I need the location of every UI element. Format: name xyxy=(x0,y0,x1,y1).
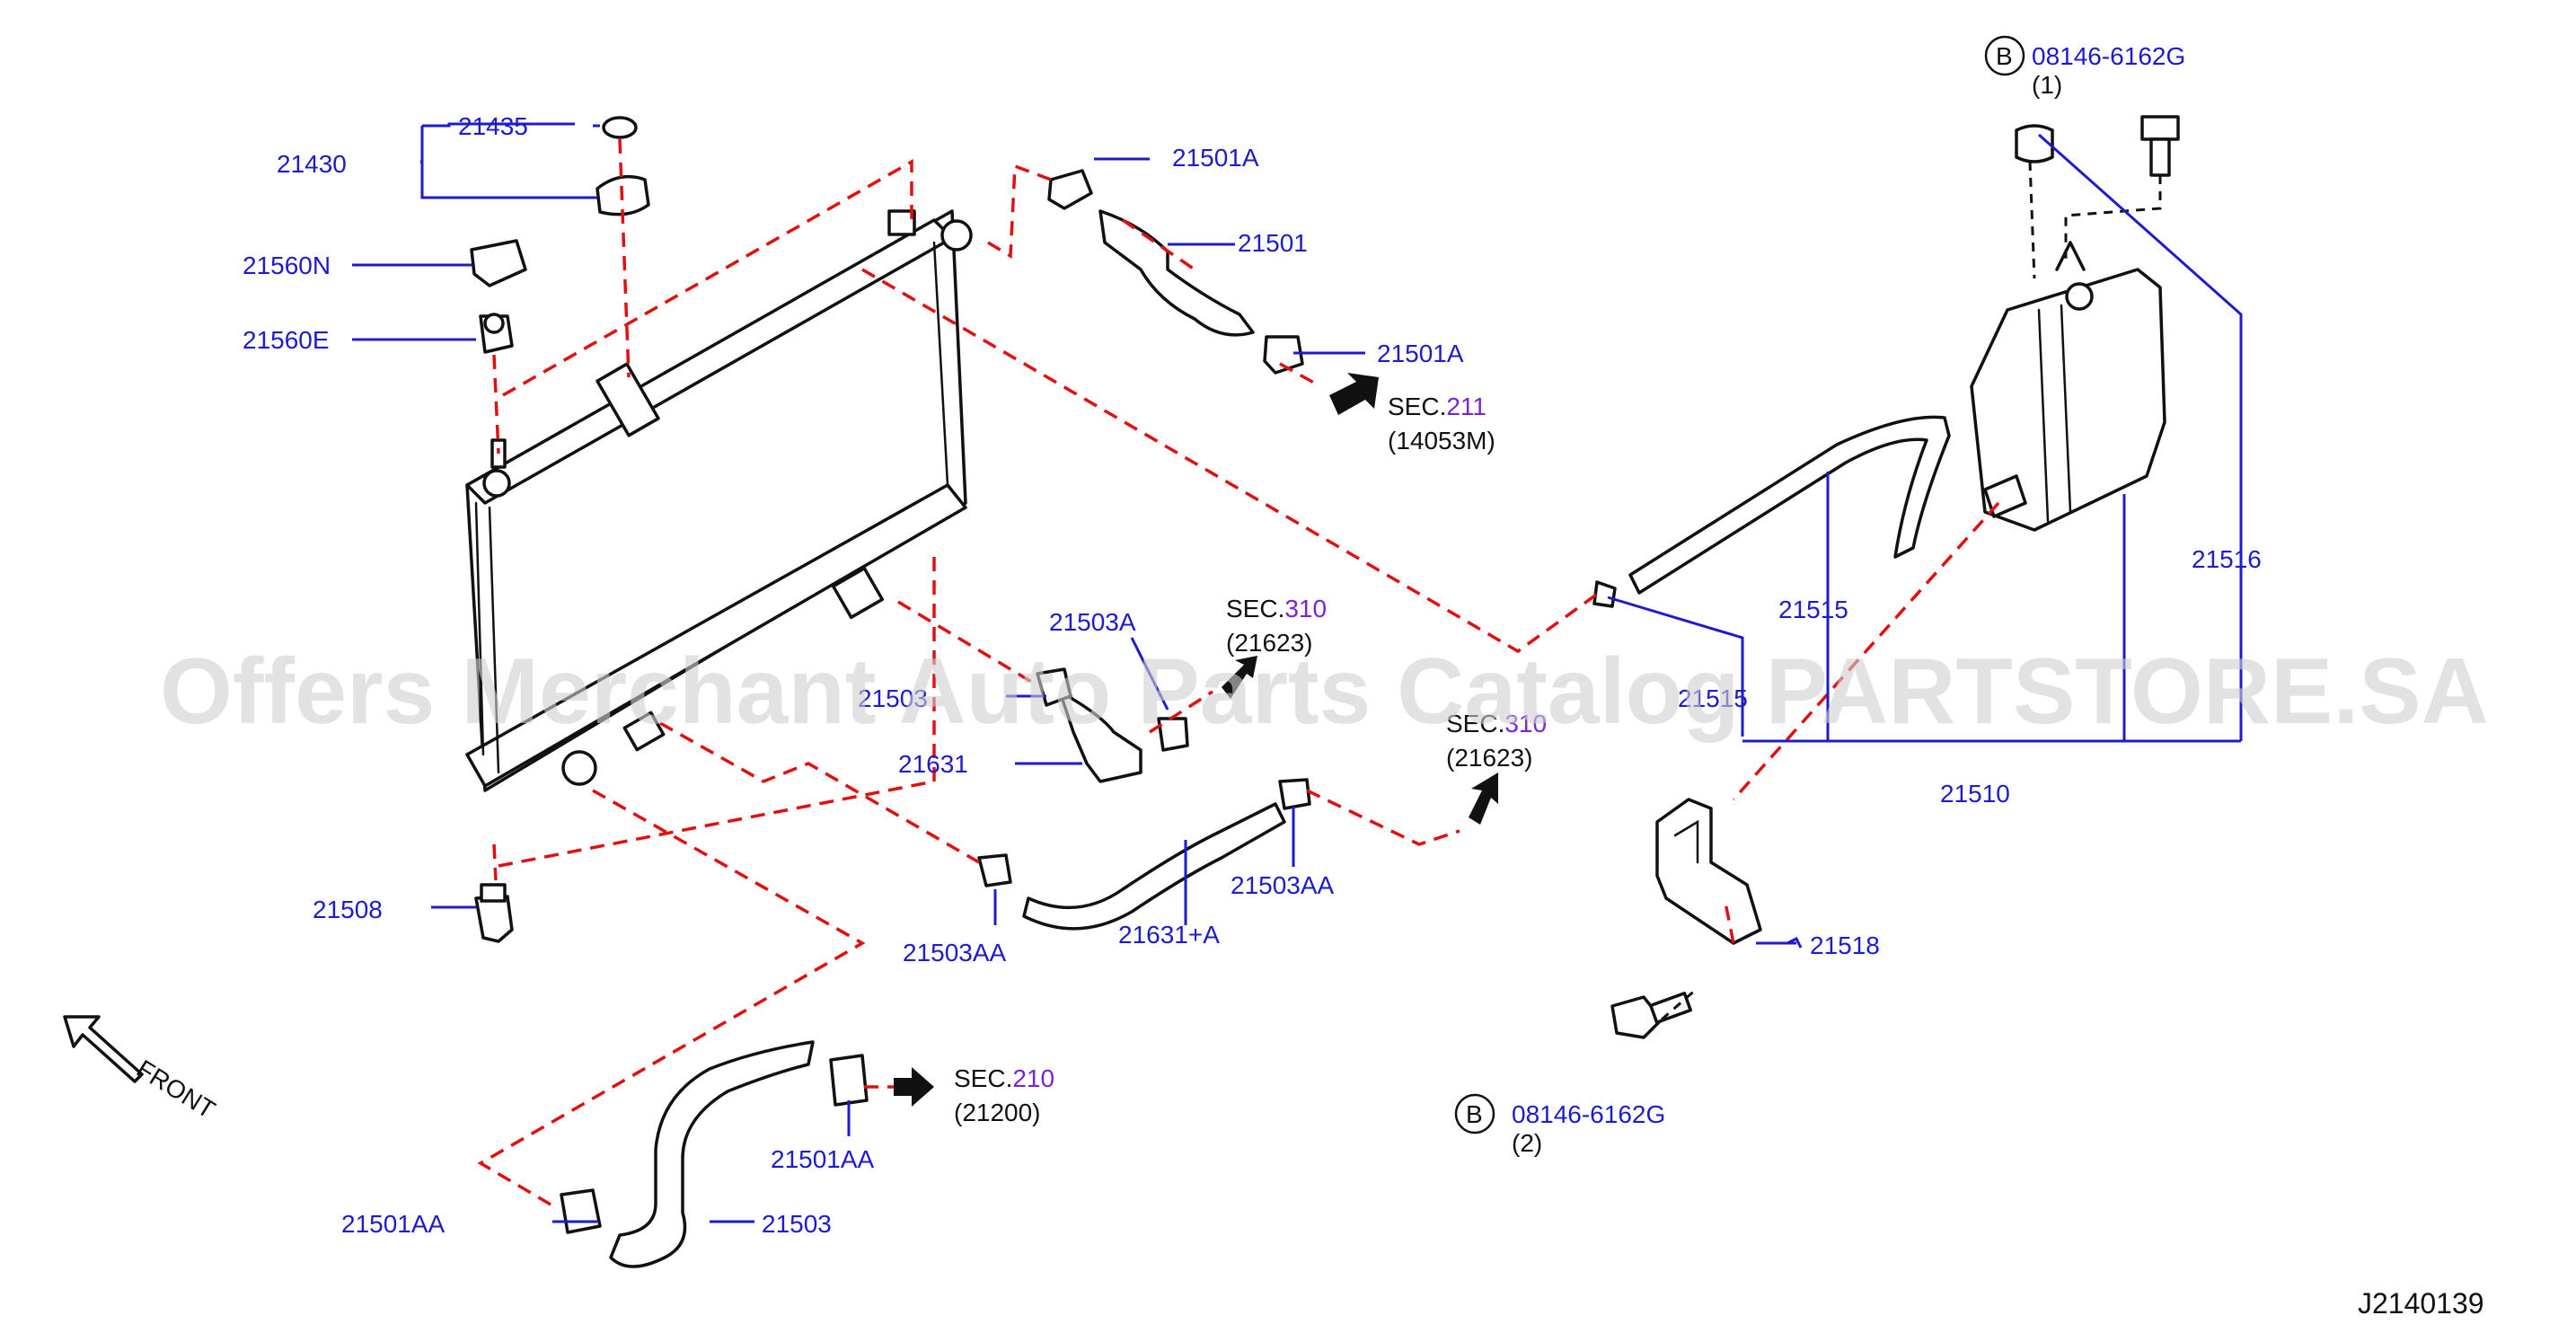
bolt-bottom-marker-letter: B xyxy=(1466,1100,1483,1128)
cap-seal-21560n[interactable] xyxy=(470,239,527,287)
callout-21503-partial[interactable]: 21503 xyxy=(858,684,928,712)
callout-21518[interactable]: 21518 xyxy=(1810,931,1880,959)
front-label: FRONT xyxy=(132,1055,220,1124)
drain-plug-21560e[interactable] xyxy=(479,313,514,354)
section-refs: SEC.211 (14053M) SEC.310 (21623) SEC.310… xyxy=(954,393,1547,1126)
diagram-code: J2140139 xyxy=(2358,1287,2484,1320)
callout-21501aa-right[interactable]: 21501AA xyxy=(771,1145,875,1173)
sec310a-ref: (21623) xyxy=(1226,629,1313,657)
callouts: 21435 21430 21560N 21560E 21508 21501A 2… xyxy=(243,35,2262,1238)
callout-21501a-top[interactable]: 21501A xyxy=(1172,144,1259,172)
callout-21501[interactable]: 21501 xyxy=(1238,229,1308,257)
black-routing-dashes xyxy=(1661,161,2162,1021)
callout-21631[interactable]: 21631 xyxy=(898,750,968,778)
bolt-top-marker xyxy=(1984,35,2025,76)
callout-bolt-bottom-qty: (2) xyxy=(1512,1129,1542,1157)
callout-21503[interactable]: 21503 xyxy=(762,1210,832,1238)
sec211-label[interactable]: SEC.211 xyxy=(1388,393,1486,420)
radiator-core[interactable] xyxy=(465,209,973,792)
reservoir-cap[interactable] xyxy=(2015,124,2054,163)
drain-cock-21508[interactable] xyxy=(474,883,514,943)
callout-21510[interactable]: 21510 xyxy=(1940,780,2010,808)
front-arrow-icon xyxy=(63,1015,144,1083)
bolt-bottom-marker xyxy=(1454,1093,1495,1134)
watermark: Offers Merchant Auto Parts Catalog PARTS… xyxy=(160,640,2489,744)
callout-bolt-bottom[interactable]: 08146-6162G xyxy=(1512,1100,1665,1128)
bracket-bolt-bottom[interactable] xyxy=(1610,992,1692,1039)
bracket-21518[interactable] xyxy=(1655,798,1762,945)
callout-21503aa-right[interactable]: 21503AA xyxy=(1231,871,1335,899)
overflow-hose-21515[interactable] xyxy=(1592,415,1951,608)
sec310b-label[interactable]: SEC.310 xyxy=(1446,710,1547,737)
callout-bolt-top[interactable]: 08146-6162G xyxy=(2032,42,2185,70)
bolt-top-marker-letter: B xyxy=(1996,42,2013,70)
oil-cooler-hose-21631[interactable] xyxy=(1036,667,1189,783)
callout-21435[interactable]: 21435 xyxy=(458,112,528,140)
oil-cooler-hose-21631a[interactable] xyxy=(977,778,1311,931)
callout-21508[interactable]: 21508 xyxy=(313,896,383,923)
callout-21515[interactable]: 21515 xyxy=(1778,596,1848,623)
sec210-ref: (21200) xyxy=(954,1099,1041,1126)
upper-hose-21501[interactable] xyxy=(1047,169,1304,375)
reservoir-bolt-top[interactable] xyxy=(2140,115,2180,177)
sec210-arrow-icon xyxy=(894,1067,934,1107)
sec310a-arrow-icon xyxy=(1222,656,1257,699)
callout-21560n[interactable]: 21560N xyxy=(243,252,331,279)
callout-21501a-bottom[interactable]: 21501A xyxy=(1377,340,1464,367)
sec310a-label[interactable]: SEC.310 xyxy=(1226,595,1327,622)
lower-hose-21503[interactable] xyxy=(560,1040,869,1268)
sec210-label[interactable]: SEC.210 xyxy=(954,1064,1054,1092)
callout-21501aa-left[interactable]: 21501AA xyxy=(341,1210,446,1238)
sec211-arrow-icon xyxy=(1329,373,1379,415)
callout-21430[interactable]: 21430 xyxy=(277,150,347,178)
leader-lines xyxy=(352,122,2243,1223)
callout-21503a[interactable]: 21503A xyxy=(1049,608,1136,636)
callout-21515-partial[interactable]: 21515 xyxy=(1678,684,1748,712)
callout-21503aa-left[interactable]: 21503AA xyxy=(903,939,1007,967)
callout-21560e[interactable]: 21560E xyxy=(243,326,330,354)
callout-21631a[interactable]: 21631+A xyxy=(1118,921,1220,949)
sec310b-ref: (21623) xyxy=(1446,744,1533,772)
sec211-ref: (14053M) xyxy=(1388,427,1495,455)
reservoir-tank-21510[interactable] xyxy=(1970,241,2166,532)
routing-dashes xyxy=(477,138,2000,1210)
callout-bolt-top-qty: (1) xyxy=(2032,71,2062,99)
callout-21516[interactable]: 21516 xyxy=(2192,545,2262,573)
sec310b-arrow-icon xyxy=(1469,772,1498,825)
